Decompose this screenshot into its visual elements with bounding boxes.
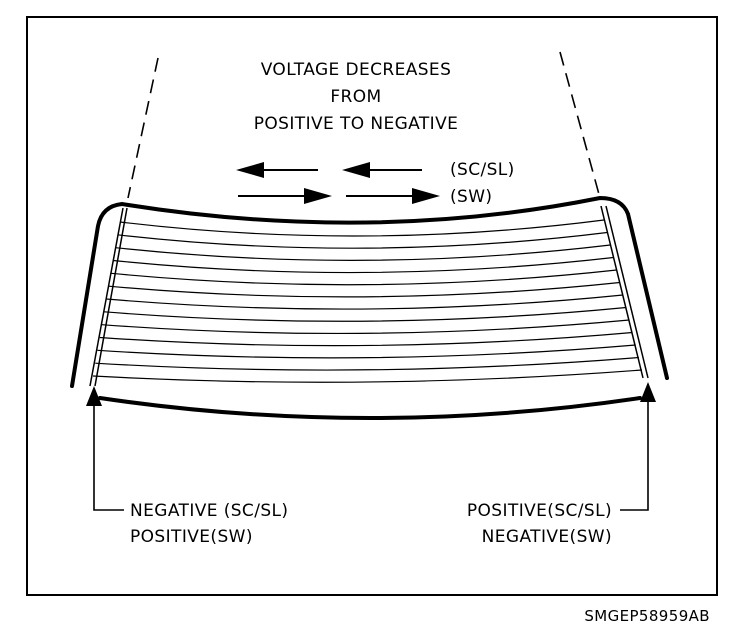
sw-arrow-label: (SW) <box>450 187 493 207</box>
heading-line-2: FROM <box>330 87 382 107</box>
heater-grid-line <box>101 319 630 335</box>
heater-grid-lines <box>92 219 643 383</box>
heater-grid-line <box>119 219 605 237</box>
left-terminal-line-2: POSITIVE(SW) <box>130 527 253 547</box>
heater-grid-line <box>106 294 624 310</box>
heater-grid-line <box>99 331 633 347</box>
voltage-arrows-sc-sl <box>236 162 422 178</box>
left-terminal-arrow <box>86 386 124 511</box>
right-bus-bar-inner <box>605 205 649 379</box>
heater-grid-line <box>92 369 643 383</box>
heading-line-1: VOLTAGE DECREASES <box>260 60 452 80</box>
glass-bottom-edge <box>98 396 642 420</box>
left-terminal-line-1: NEGATIVE (SC/SL) <box>130 501 289 521</box>
left-dashed-guide <box>127 57 159 199</box>
figure-code: SMGEP58959AB <box>584 607 710 625</box>
heater-grid-line <box>108 281 620 298</box>
heater-grid-line <box>104 306 627 322</box>
heading-line-3: POSITIVE TO NEGATIVE <box>253 114 459 134</box>
heater-grid-line <box>95 356 639 371</box>
left-bus-bar-inner <box>94 207 128 387</box>
heater-grid-line <box>97 344 636 359</box>
sc-sl-arrow-label: (SC/SL) <box>450 160 515 180</box>
right-terminal-arrow <box>620 382 656 511</box>
right-terminal-line-2: NEGATIVE(SW) <box>481 527 612 547</box>
heater-grid-line <box>117 231 608 249</box>
glass-top-edge <box>70 195 669 388</box>
heater-grid-line <box>113 256 614 274</box>
right-dashed-guide <box>559 51 601 199</box>
heater-grid-line <box>115 244 611 261</box>
voltage-arrows-sw <box>238 188 440 204</box>
right-terminal-line-1: POSITIVE(SC/SL) <box>466 501 612 521</box>
heater-grid-line <box>110 269 617 286</box>
figure-frame <box>26 16 718 596</box>
right-bus-bar <box>600 205 644 379</box>
left-bus-bar <box>89 207 124 387</box>
